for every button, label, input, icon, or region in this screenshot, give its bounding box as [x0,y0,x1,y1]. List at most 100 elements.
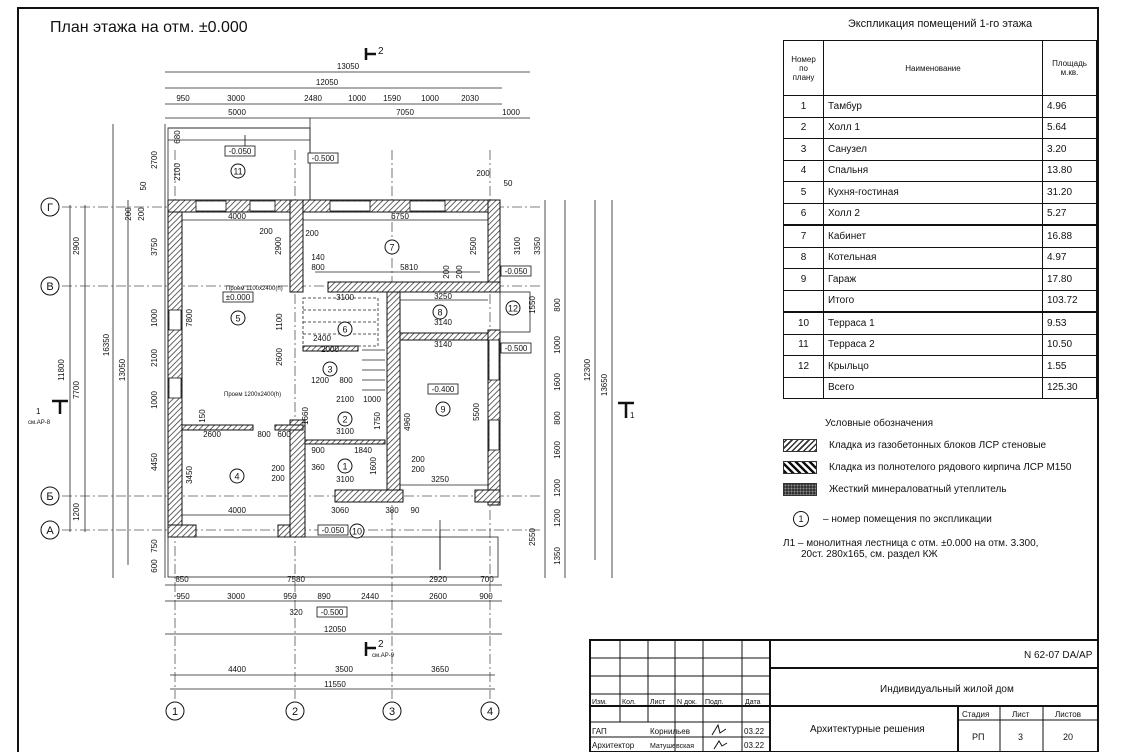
cell-num: 9 [783,268,824,291]
room-marker-circle-icon [337,321,353,337]
dimension-label: 2000 [321,345,339,354]
grid-bubble-icon [165,701,185,721]
stage-label: Стадия [962,710,989,719]
cell-num: 8 [783,246,824,269]
windows [168,200,500,451]
dimension-label: 3450 [185,466,194,484]
dimension-label: 5500 [472,403,481,421]
dimension-label: 3140 [434,318,452,327]
legend-label: Жесткий минераловатный утеплитель [829,483,1007,495]
cell-num: 2 [783,116,824,139]
dimension-label: 800 [257,430,271,439]
dimension-label: 200 [442,265,451,279]
section-mark-left: 1 см.АР-8 [28,399,68,426]
dimension-label: 4400 [228,665,246,674]
dimension-label: 1600 [369,457,378,475]
terrace-outlines [167,127,531,578]
cell-name: Всего [823,376,1043,399]
dimension-label: 1200 [72,503,81,521]
dimension-label: 12300 [583,358,592,381]
dimension-label: 900 [311,446,325,455]
cell-area: 13.80 [1042,159,1097,182]
header-name: Наименование [823,40,1043,96]
dimension-label: 3750 [150,238,159,256]
dimension-label: 1600 [553,441,562,459]
cell-name: Кухня-гостиная [823,181,1043,204]
legend-room-marker: 1 – номер помещения по экспликации [783,508,1097,530]
section-top-label: 2 [378,46,384,57]
cell-area: 16.88 [1042,224,1097,248]
dimension-label: 2480 [304,94,322,103]
dimension-label: 1550 [528,296,537,314]
room-number: 9 [440,405,445,415]
dimension-label: 1660 [301,407,310,425]
sheets-label: Листов [1055,710,1081,719]
dimension-label: 800 [339,376,353,385]
room-marker-circle-icon [337,411,353,427]
legend-label: Кладка из полнотелого рядового кирпича Л… [829,461,1072,473]
dimension-label: 1000 [421,94,439,103]
room-number: 5 [235,314,240,324]
cell-name: Терраса 1 [823,311,1043,335]
section-mark-top: 2 [364,46,384,60]
project-name: Индивидуальный жилой дом [880,684,1014,695]
signature-icon [711,723,728,750]
dimension-label: 200 [137,207,146,221]
cell-num: 12 [783,355,824,378]
sheet-label: Лист [1012,710,1030,719]
dimension-label: 90 [411,506,420,515]
cell-area: 1.55 [1042,355,1097,378]
grid-bubble-icon [382,701,402,721]
dimension-label: 380 [385,506,399,515]
dimension-label: 1840 [354,446,372,455]
brick-swatch-icon [783,460,817,474]
dimension-label: 1350 [553,547,562,565]
dimension-label: 750 [150,539,159,553]
grid-bubble-icon [40,486,60,506]
name-architect: Матушевская [650,743,694,750]
section-bottom-label: 2 [378,639,384,650]
dimension-label: 200 [124,207,133,221]
col-header-kol: Кол. [622,699,636,706]
legend-item-aerated-block: Кладка из газобетонных блоков ЛСР стенов… [783,434,1097,456]
cell-num: 7 [783,224,824,248]
room-number: 1 [342,462,347,472]
cell-num: 10 [783,311,824,335]
sheets-value: 20 [1063,732,1073,742]
dimension-label: 4450 [150,453,159,471]
grid-col-label: 4 [487,706,493,718]
dimension-label: 1200 [553,509,562,527]
cell-area: 4.96 [1042,95,1097,118]
room-number: 11 [233,167,242,177]
grid-row-label: Г [47,202,53,214]
dimension-label: 800 [553,298,562,312]
dimension-label: 200 [476,169,490,178]
title-block [589,639,1099,752]
cell-area: 4.97 [1042,246,1097,269]
drawing-title: План этажа на отм. ±0.000 [50,19,248,36]
elevation-label: -0.500 [321,608,344,617]
section-left-ref: см.АР-8 [28,420,51,426]
elevation-label: -0.500 [312,154,335,163]
room-number: 7 [389,243,394,253]
cell-name: Холл 2 [823,202,1043,226]
dimension-label: 2500 [469,237,478,255]
dimension-label: 50 [504,179,513,188]
room-marker-circle-icon [322,361,338,377]
role-gap: ГАП [592,727,607,736]
dimension-label: 600 [277,430,291,439]
elevation-box [224,145,256,157]
dimension-label: 890 [317,592,331,601]
room-number: 8 [437,308,442,318]
elevation-box [316,606,348,618]
header-area: Площадь м.кв. [1042,40,1097,96]
cell-name: Терраса 2 [823,333,1043,356]
title-block-text: N 62-07 DA/AP Индивидуальный жилой дом А… [592,650,1093,750]
section-left-label: 1 [36,407,41,416]
dimension-label: 4000 [228,212,246,221]
